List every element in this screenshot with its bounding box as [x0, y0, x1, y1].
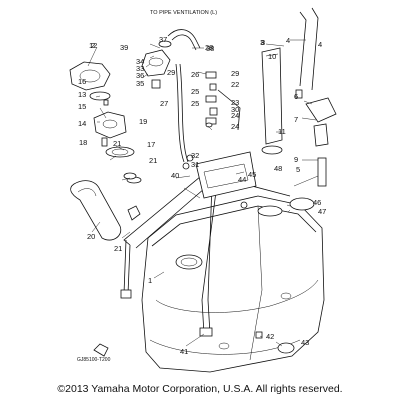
part-number-label: 19 — [139, 117, 147, 126]
part-number-label: 21 — [149, 156, 157, 165]
part-number-label: 8 — [261, 38, 265, 47]
part-number-label: 22 — [231, 80, 239, 89]
part-number-label: 23 — [231, 98, 239, 107]
part-number-label: 25 — [191, 87, 199, 96]
part-number-label: 31 — [191, 160, 199, 169]
fuel-tank-body — [141, 195, 325, 373]
pipe-ventilation-note: TO PIPE VENTILATION (L) — [150, 10, 217, 16]
part-number-label: 11 — [278, 127, 286, 136]
leader-lines — [87, 39, 319, 347]
part-number-label: 12 — [89, 41, 97, 50]
part-number-label: 35 — [136, 79, 144, 88]
part-number-label: 37 — [159, 35, 167, 44]
part-number-label: 43 — [301, 338, 309, 347]
part-number-label: 21 — [114, 244, 122, 253]
part-number-label: 4 — [286, 36, 290, 45]
copyright-notice: ©2013 Yamaha Motor Corporation, U.S.A. A… — [57, 383, 343, 395]
pickup-tube — [261, 47, 283, 155]
part-number-label: 41 — [180, 347, 188, 356]
part-number-label: 45 — [248, 170, 256, 179]
fuel-sender — [295, 89, 337, 187]
part-number-label: 48 — [274, 164, 282, 173]
part-number-label: 25 — [191, 99, 199, 108]
vent-valve-assembly — [141, 40, 172, 89]
part-number-label: 1 — [148, 276, 152, 285]
part-number-label: 17 — [147, 140, 155, 149]
part-number-callouts: 1 2 3 4 5 6 7 8 9 10 11 12 13 14 15 16 1… — [78, 35, 326, 356]
part-number-label: 28 — [205, 43, 213, 52]
part-number-label: 15 — [78, 102, 86, 111]
part-number-label: 27 — [160, 99, 168, 108]
fuel-pipes — [299, 7, 319, 91]
part-number-label: 16 — [78, 77, 86, 86]
part-number-label: 20 — [87, 232, 95, 241]
part-number-label: 36 — [136, 71, 144, 80]
vent-hose — [167, 29, 201, 163]
misc-small-parts — [93, 154, 295, 357]
part-number-label: 42 — [266, 332, 274, 341]
part-number-label: 24 — [231, 122, 239, 131]
part-number-label: 10 — [268, 52, 276, 61]
tank-bracket-plate — [195, 151, 257, 199]
part-number-label: 24 — [231, 111, 239, 120]
part-number-label: 34 — [136, 57, 144, 66]
part-number-label: 3 — [260, 38, 264, 47]
part-number-label: 6 — [294, 92, 298, 101]
part-number-label: 40 — [171, 171, 179, 180]
part-number-label: 7 — [294, 115, 298, 124]
part-number-label: 2 — [91, 41, 95, 50]
part-number-label: 13 — [78, 90, 86, 99]
part-number-label: 46 — [313, 198, 321, 207]
fuel-cap-assembly — [69, 61, 142, 184]
part-number-label: 38 — [206, 44, 214, 53]
part-number-label: 44 — [238, 175, 246, 184]
part-number-label: 29 — [167, 68, 175, 77]
part-number-label: 32 — [191, 151, 199, 160]
part-number-label: 18 — [79, 138, 87, 147]
part-number-label: 14 — [78, 119, 86, 128]
filler-hose — [70, 180, 122, 241]
part-number-label: 21 — [113, 139, 121, 148]
part-number-label: 26 — [191, 70, 199, 79]
part-number-label: 39 — [120, 43, 128, 52]
part-number-label: 33 — [136, 64, 144, 73]
part-number-label: 5 — [296, 165, 300, 174]
part-number-label: 9 — [294, 155, 298, 164]
part-number-label: 47 — [318, 207, 326, 216]
part-number-label: 29 — [231, 69, 239, 78]
part-number-label: 30 — [231, 105, 239, 114]
part-number-label: 4 — [318, 40, 322, 49]
fuel-filter-parts — [205, 71, 241, 131]
figure-code: GJ85100-T200 — [77, 357, 111, 363]
